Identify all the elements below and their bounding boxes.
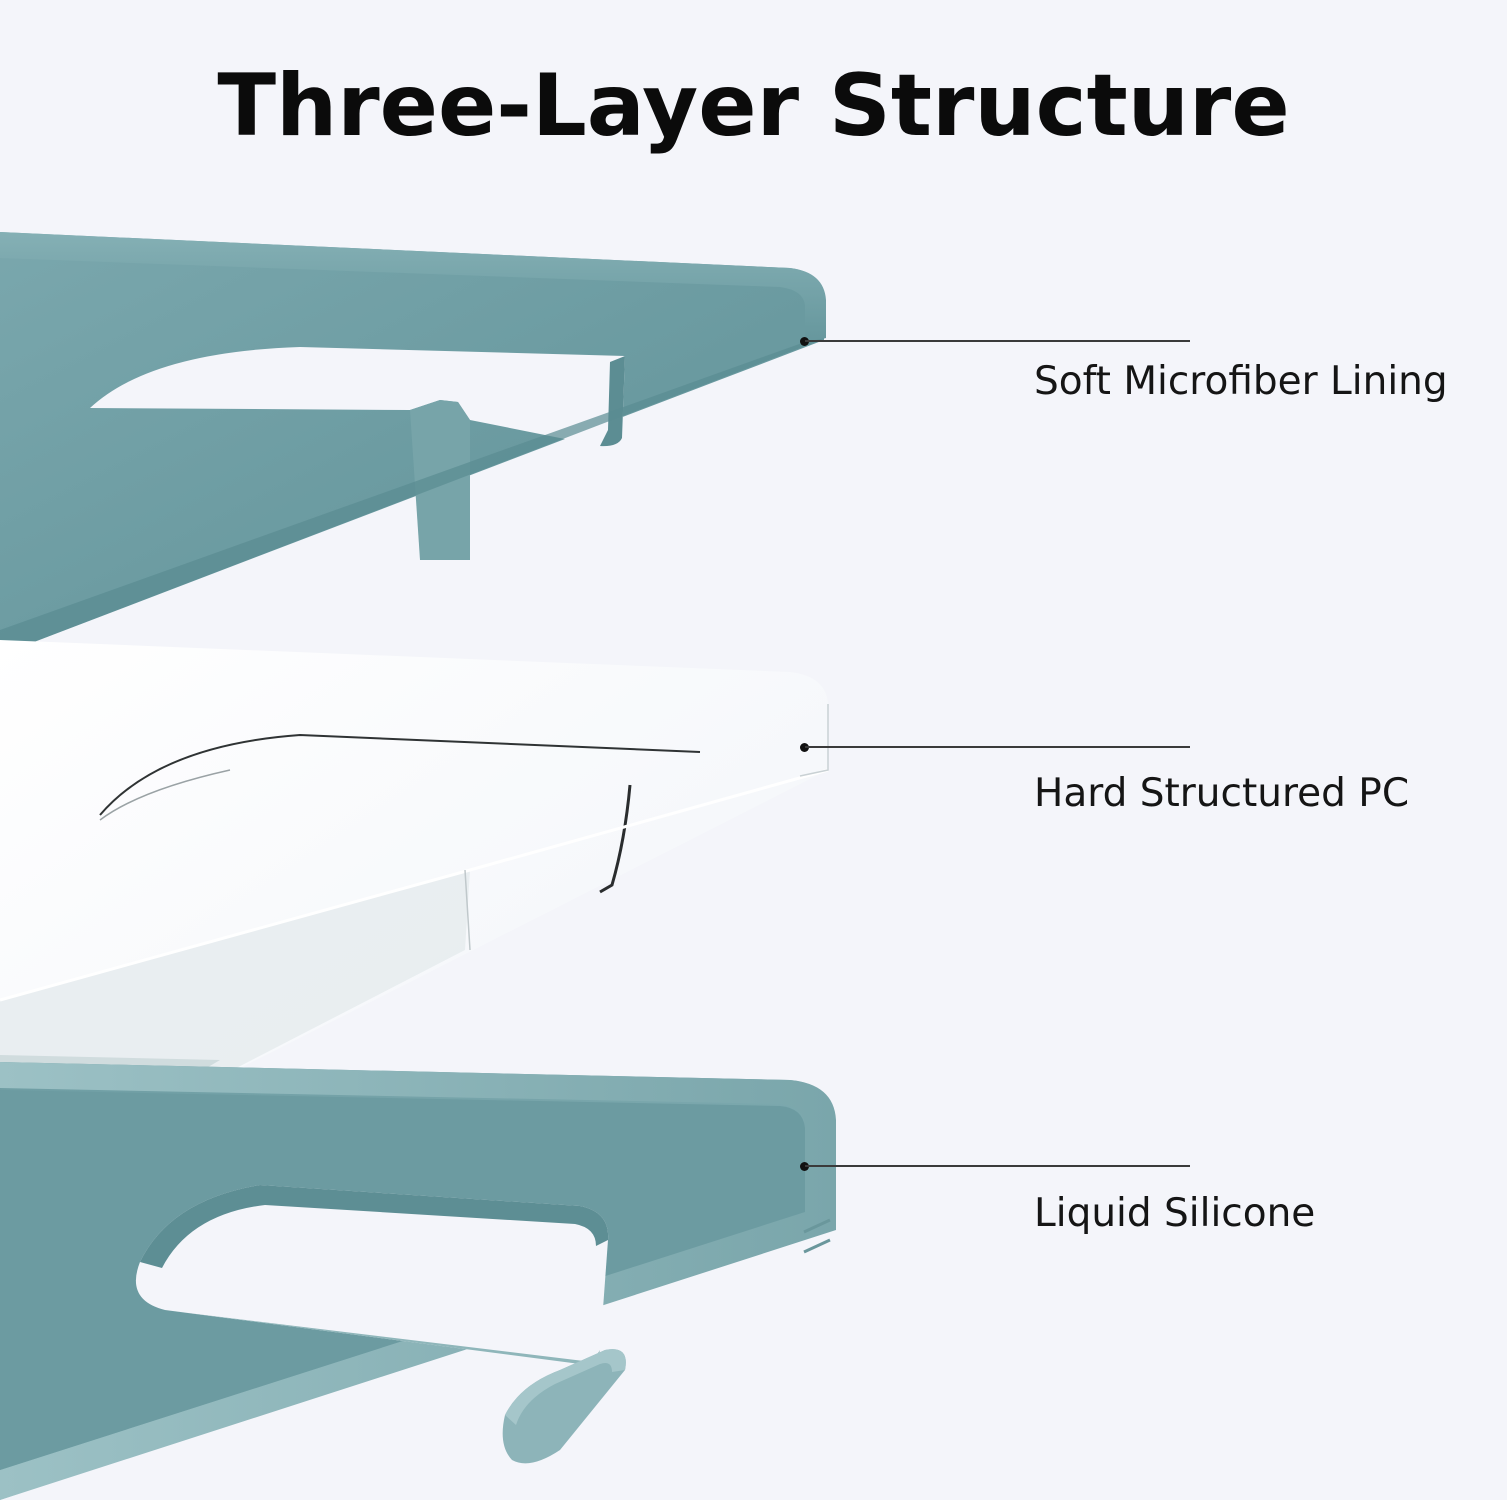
callout-dot: [800, 743, 809, 752]
layer-label-pc: Hard Structured PC: [1034, 771, 1410, 816]
liquid-silicone-layer: [0, 1062, 836, 1500]
layer-label-silicone: Liquid Silicone: [1034, 1191, 1316, 1236]
page-title: Three-Layer Structure: [217, 55, 1290, 156]
callout-line: [805, 1165, 1190, 1167]
layer-label-microfiber: Soft Microfiber Lining: [1034, 359, 1448, 404]
callout-line: [805, 340, 1190, 342]
callout-dot: [800, 1162, 809, 1171]
microfiber-lining-layer: [0, 232, 826, 655]
callout-dot: [800, 337, 809, 346]
callout-line: [805, 746, 1190, 748]
